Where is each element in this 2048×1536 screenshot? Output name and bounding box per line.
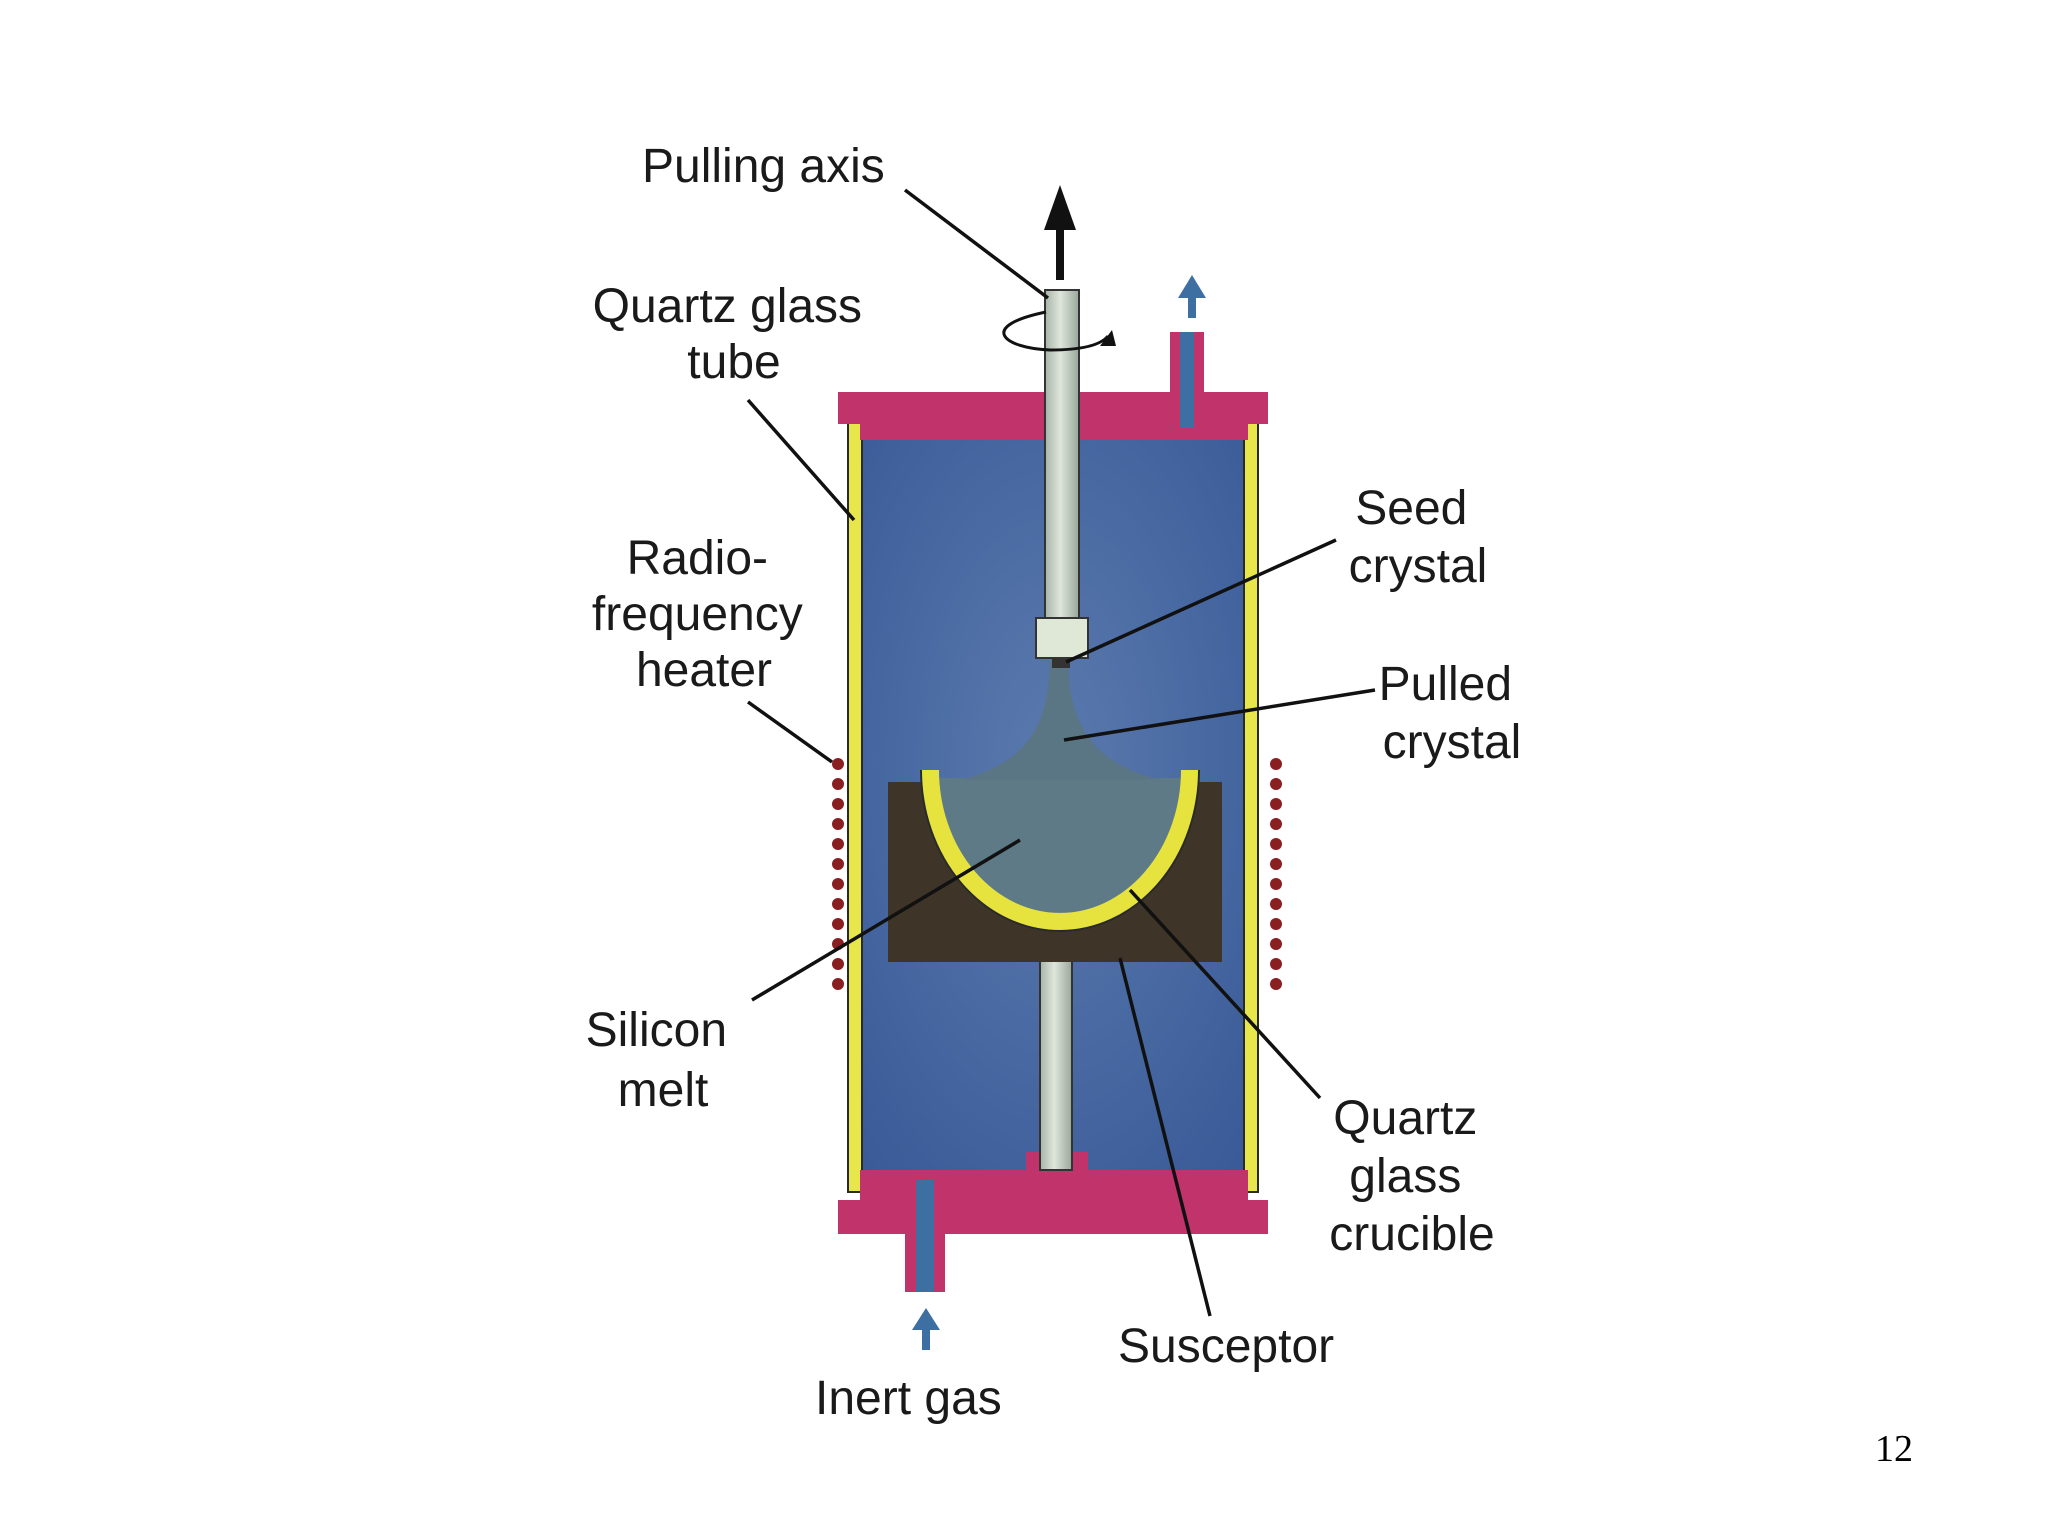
label-silicon-melt: Silicon melt: [586, 1004, 741, 1117]
label-quartz-glass-crucible: Quartz glass crucible: [1329, 1092, 1494, 1261]
bottom-flange: [838, 1200, 1268, 1234]
label-seed-crystal: Seed crystal: [1349, 482, 1488, 593]
label-inert-gas: Inert gas: [815, 1372, 1002, 1425]
leader-seed-crystal: [1065, 538, 1337, 664]
seed-crystal-shape: [1052, 658, 1070, 668]
gas-inlet-arrow: [912, 1308, 940, 1350]
crucible-outline: [920, 769, 1200, 932]
label-rf-heater: Radio- frequency heater: [592, 532, 816, 697]
seed-chuck: [1035, 617, 1089, 659]
tube-wall-right: [1243, 411, 1259, 1193]
label-quartz-glass-tube: Quartz glass tube: [593, 280, 876, 389]
rotation-arrow-head: [1100, 330, 1116, 346]
support-rod: [1039, 947, 1073, 1171]
gas-outlet-arrow: [1178, 275, 1206, 318]
pulling-rod: [1044, 289, 1080, 621]
gas-outlet-bore: [1180, 332, 1194, 428]
rf-heater-coil-right: [1270, 758, 1282, 990]
leader-quartz-crucible: [1128, 888, 1322, 1100]
leader-pulled-crystal: [1063, 688, 1376, 742]
leader-quartz-glass-tube: [746, 398, 856, 522]
leader-silicon-melt: [751, 838, 1021, 1002]
silicon-melt-pool: [930, 778, 1190, 920]
label-susceptor: Susceptor: [1118, 1320, 1334, 1373]
tube-wall-left: [847, 411, 863, 1193]
pulling-arrow-head: [1044, 185, 1076, 230]
leader-pulling-axis: [903, 188, 1050, 300]
rotation-arrow: [1002, 310, 1110, 352]
page-number: 12: [1875, 1428, 1913, 1470]
pulled-crystal-shape: [960, 662, 1160, 780]
leader-rf-heater: [746, 700, 834, 764]
rf-heater-coil-left: [832, 758, 844, 990]
quartz-crucible-shape: [921, 769, 1199, 931]
label-pulled-crystal: Pulled crystal: [1379, 658, 1526, 769]
label-pulling-axis: Pulling axis: [642, 140, 885, 193]
leader-susceptor: [1118, 957, 1212, 1317]
gas-inlet-bore: [916, 1180, 934, 1292]
